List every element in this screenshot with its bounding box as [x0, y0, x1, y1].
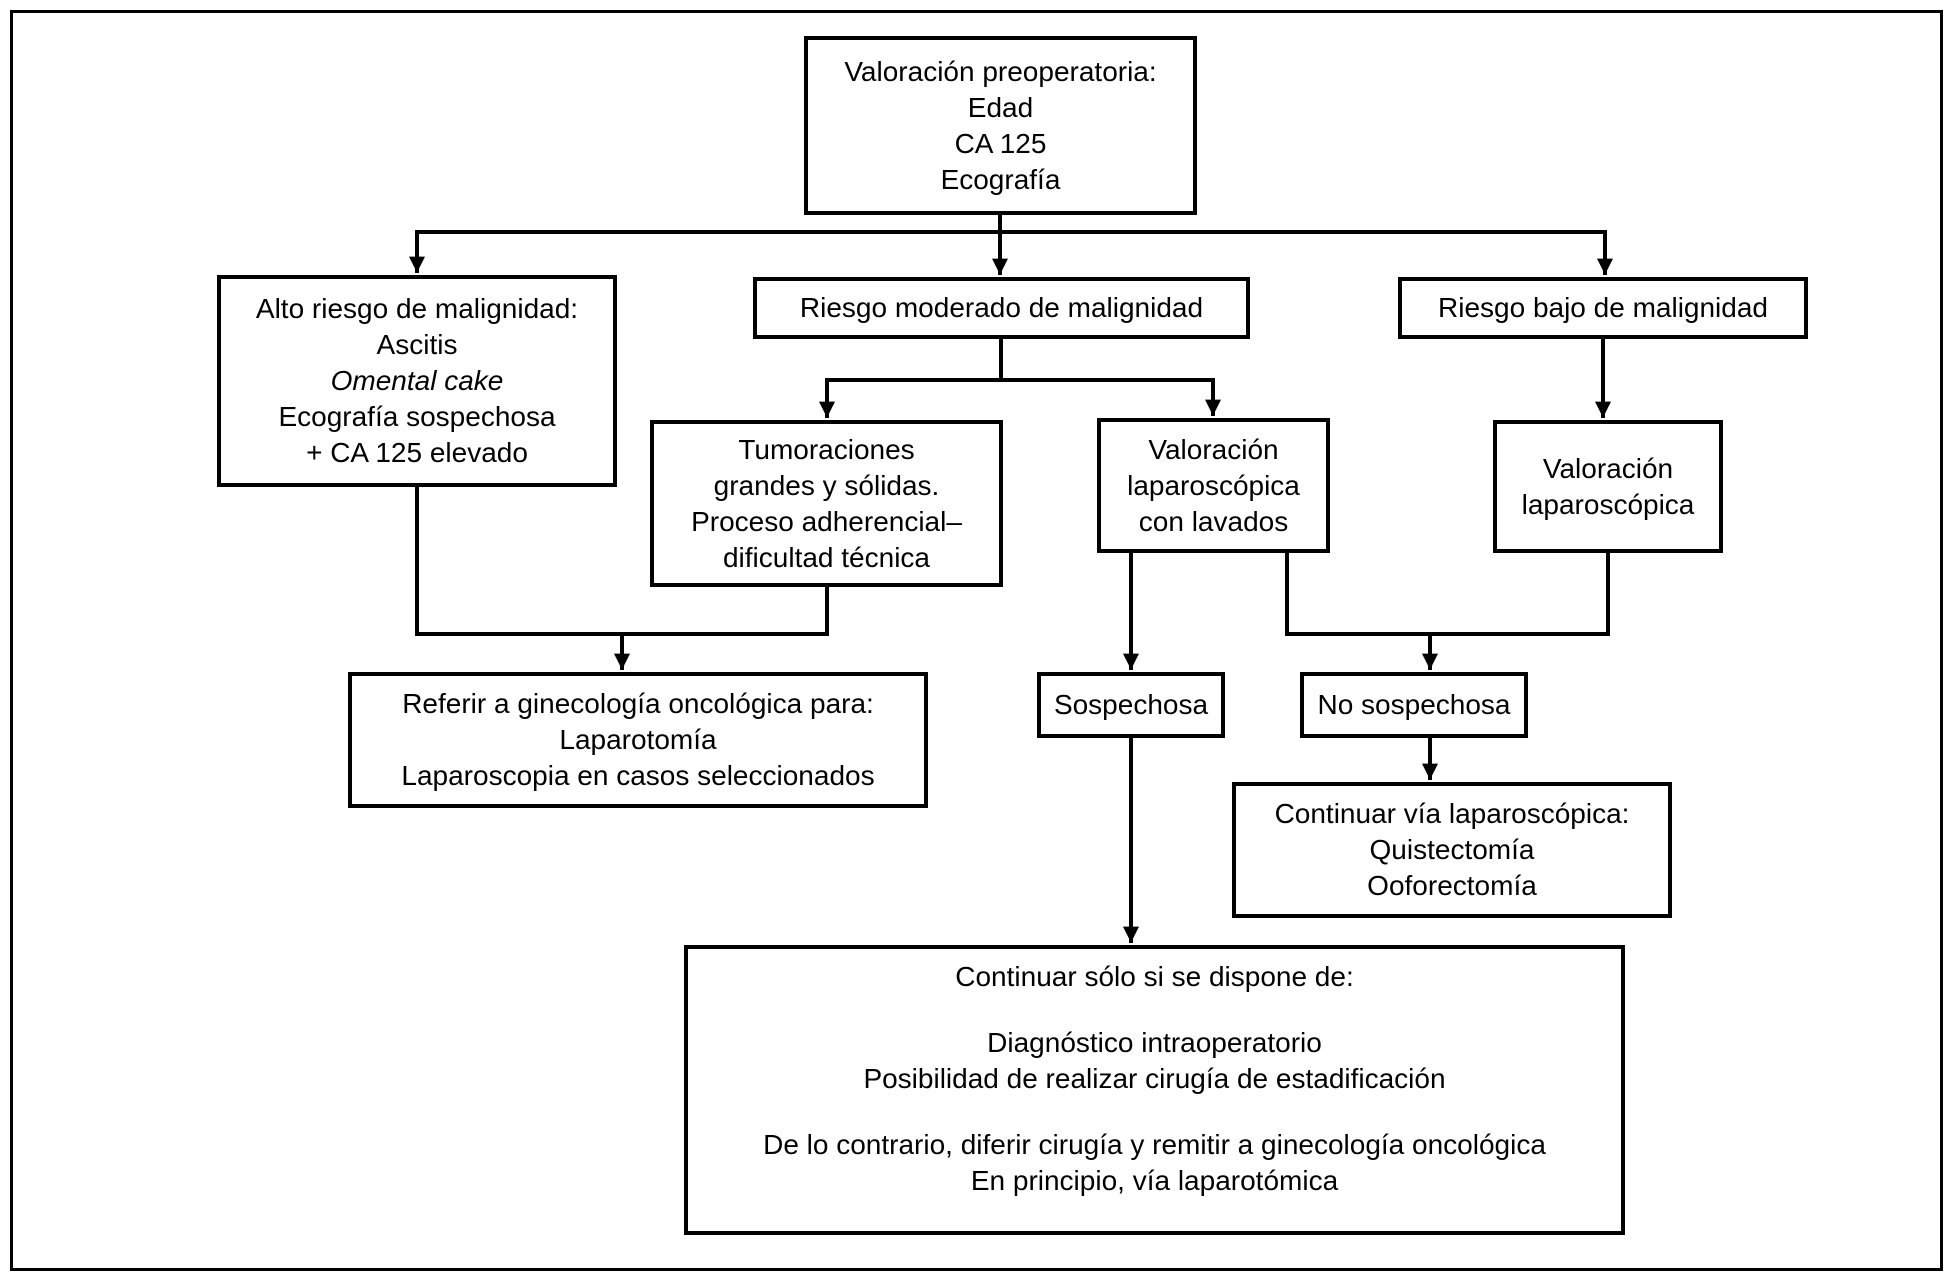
text-line: Ascitis — [376, 329, 458, 360]
node-continuar-solo-si-dispone: Continuar sólo si se dispone de: Diagnós… — [684, 945, 1625, 1235]
text-line: Sospechosa — [1053, 689, 1209, 720]
text-line: No sospechosa — [1317, 689, 1511, 720]
node-riesgo-moderado: Riesgo moderado de malignidad — [753, 277, 1250, 339]
text-line: Alto riesgo de malignidad: — [255, 293, 579, 324]
node-alto-riesgo: Alto riesgo de malignidad: Ascitis Oment… — [217, 275, 617, 487]
text-line: dificultad técnica — [722, 541, 930, 573]
text-line: Continuar vía laparoscópica: — [1274, 798, 1630, 829]
text-line: Valoración preoperatoria: — [844, 55, 1157, 87]
text-line: Ooforectomía — [1367, 870, 1537, 901]
text-line: Valoración — [1542, 452, 1674, 484]
node-valoracion-laparoscopica: Valoración laparoscópica — [1493, 420, 1723, 553]
text-line: Referir a ginecología oncológica para: — [402, 688, 874, 719]
text-line: Riesgo bajo de malignidad — [1438, 292, 1768, 323]
text-line: En principio, vía laparotómica — [970, 1165, 1339, 1196]
text-line: Edad — [967, 91, 1034, 123]
text-line: Valoración — [1148, 433, 1279, 465]
text-line: laparoscópica — [1127, 469, 1300, 501]
node-valoracion-laparoscopica-con-lavados: Valoración laparoscópica con lavados — [1097, 418, 1330, 553]
node-referir-ginecologia-oncologica: Referir a ginecología oncológica para: L… — [348, 672, 928, 808]
text-line: Ecografía sospechosa — [278, 401, 556, 432]
text-line: laparoscópica — [1521, 488, 1695, 520]
text-line: + CA 125 elevado — [306, 437, 528, 468]
text-line: Continuar sólo si se dispone de: — [955, 961, 1354, 992]
text-line: Tumoraciones — [738, 433, 915, 465]
text-line: Proceso adherencial– — [691, 505, 962, 537]
figure-border — [10, 10, 1943, 1271]
text-line: Ecografía — [940, 163, 1061, 195]
node-no-sospechosa: No sospechosa — [1300, 672, 1528, 738]
node-valoracion-preoperatoria: Valoración preoperatoria: Edad CA 125 Ec… — [804, 36, 1197, 215]
text-line-italic: Omental cake — [330, 365, 504, 396]
node-riesgo-bajo: Riesgo bajo de malignidad — [1398, 277, 1808, 339]
text-line: CA 125 — [954, 127, 1047, 159]
node-continuar-via-laparoscopica: Continuar vía laparoscópica: Quistectomí… — [1232, 782, 1672, 918]
text-line: Laparoscopia en casos seleccionados — [401, 760, 875, 791]
text-line: Posibilidad de realizar cirugía de estad… — [863, 1063, 1446, 1094]
text-line: con lavados — [1138, 505, 1289, 537]
text-line: grandes y sólidas. — [713, 469, 940, 501]
node-tumoraciones: Tumoraciones grandes y sólidas. Proceso … — [650, 420, 1003, 587]
text-line: De lo contrario, diferir cirugía y remit… — [763, 1129, 1546, 1160]
text-line: Riesgo moderado de malignidad — [799, 292, 1204, 323]
text-line: Laparotomía — [559, 724, 717, 755]
text-line: Quistectomía — [1369, 834, 1535, 865]
node-sospechosa: Sospechosa — [1037, 672, 1225, 738]
text-line: Diagnóstico intraoperatorio — [987, 1027, 1322, 1058]
